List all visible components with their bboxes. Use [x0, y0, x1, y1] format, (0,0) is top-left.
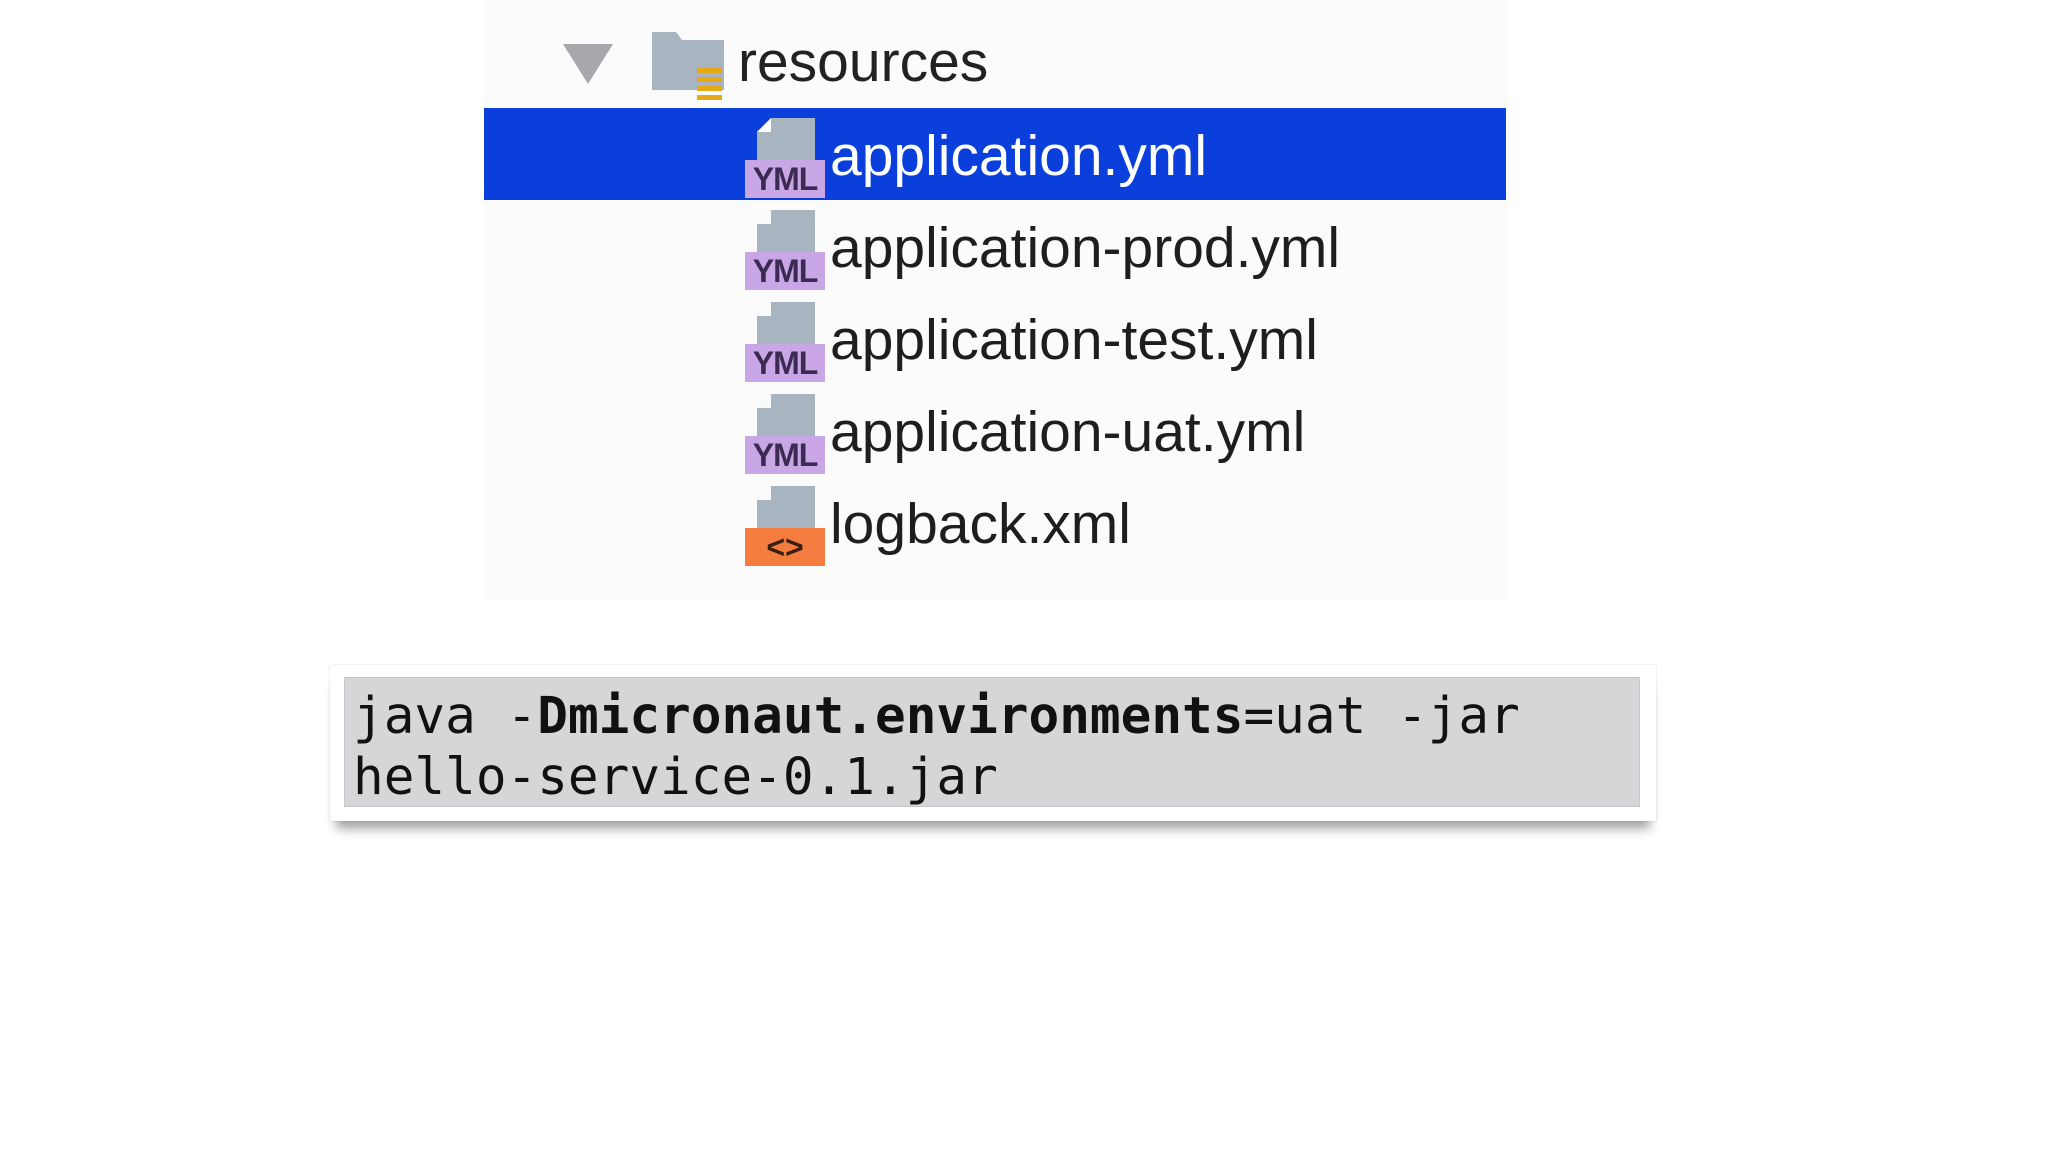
file-label-application-prod-yml[interactable]: application-prod.yml [830, 216, 1341, 280]
yml-file-icon: YML [745, 298, 827, 382]
xml-badge: <> [745, 528, 825, 566]
resources-folder-icon [652, 32, 724, 100]
file-label-application-test-yml[interactable]: application-test.yml [830, 308, 1318, 372]
command-code-block: java -Dmicronaut.environments=uat -jar h… [344, 677, 1640, 807]
command-line-2: hello-service-0.1.jar [353, 748, 998, 807]
yml-file-icon: YML [745, 390, 827, 474]
project-tree-panel [484, 0, 1508, 600]
file-label-logback-xml[interactable]: logback.xml [830, 492, 1131, 556]
file-label-application-yml[interactable]: application.yml [830, 124, 1208, 188]
file-sheet-icon [757, 118, 815, 160]
command-line-1: java -Dmicronaut.environments=uat -jar [353, 686, 1639, 747]
file-sheet-icon [757, 210, 815, 252]
xml-file-icon: <> [745, 482, 827, 566]
command-flag: Dmicronaut.environments [537, 687, 1244, 746]
file-sheet-icon [757, 486, 815, 528]
yml-badge: YML [745, 344, 825, 382]
yml-badge: YML [745, 252, 825, 290]
file-label-application-uat-yml[interactable]: application-uat.yml [830, 400, 1306, 464]
command-suffix: =uat -jar [1243, 687, 1520, 746]
disclosure-triangle-icon[interactable] [563, 44, 613, 84]
folder-label-resources[interactable]: resources [738, 30, 989, 94]
command-card: java -Dmicronaut.environments=uat -jar h… [330, 665, 1656, 821]
yml-badge: YML [745, 160, 825, 198]
tree-row-application-yml[interactable] [484, 108, 1506, 200]
file-sheet-icon [757, 394, 815, 436]
command-prefix: java - [353, 687, 538, 746]
yml-badge: YML [745, 436, 825, 474]
yml-file-icon: YML [745, 114, 827, 198]
yml-file-icon: YML [745, 206, 827, 290]
file-sheet-icon [757, 302, 815, 344]
